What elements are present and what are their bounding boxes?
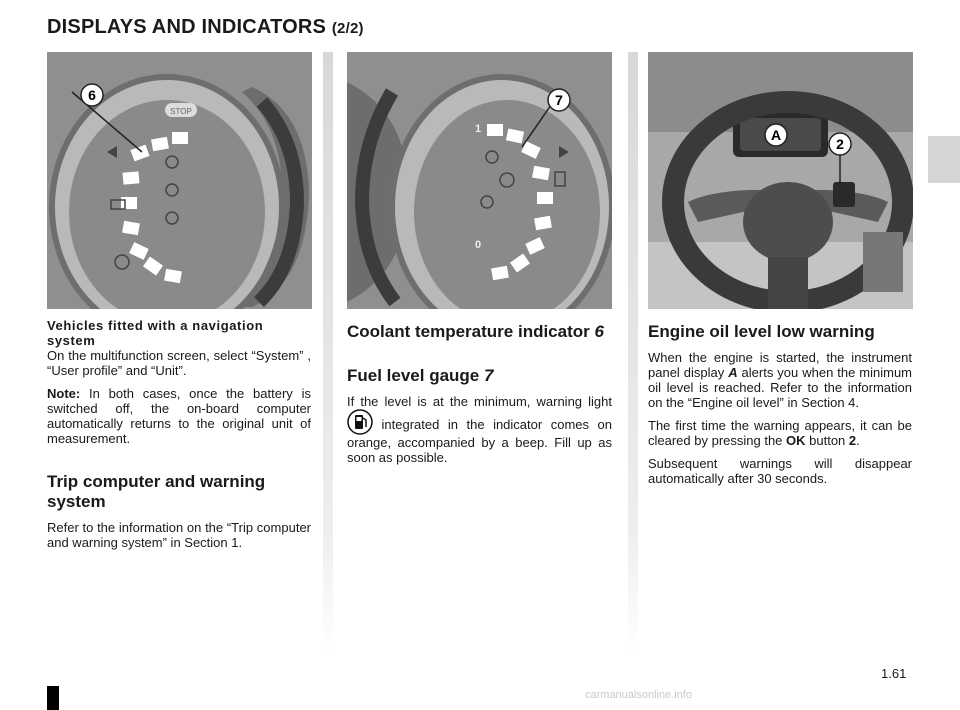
- note-label: Note:: [47, 386, 81, 401]
- note-text: In both cases, once the battery is switc…: [47, 386, 311, 446]
- coolant-heading: Coolant temperature indicator 6: [347, 322, 604, 341]
- fuel-ref: 7: [484, 366, 494, 385]
- fuel-text: If the level is at the minimum, warning …: [347, 394, 612, 465]
- section-tab: [928, 136, 960, 183]
- oil-paragraph-3: Subsequent warnings will disappear autom…: [648, 456, 912, 486]
- watermark: carmanualsonline.info: [585, 689, 693, 701]
- figure-left-gauge: STOP 6: [47, 52, 312, 309]
- fuel-heading: Fuel level gauge 7: [347, 366, 494, 385]
- coolant-ref: 6: [594, 322, 604, 341]
- oil-paragraph-2: The first time the warning appears, it c…: [648, 418, 912, 448]
- footer-mark: [47, 686, 59, 710]
- nav-heading: Vehicles fitted with a navigation system: [47, 318, 264, 348]
- callout-2: 2: [836, 136, 844, 152]
- trip-text: Refer to the information on the “Trip co…: [47, 520, 311, 550]
- fuel-pump-icon: [347, 409, 373, 435]
- oil-heading: Engine oil level low warning: [648, 322, 875, 341]
- column-divider: [628, 52, 638, 652]
- nav-text: On the multifunction screen, select “Sys…: [47, 348, 311, 378]
- figure-steering-wheel: A 2: [648, 52, 913, 309]
- page-title-suffix: (2/2): [331, 20, 364, 37]
- display-ref-A: A: [728, 365, 738, 380]
- figure-right-gauge: 1 0 7: [347, 52, 612, 309]
- gauge-full-label: 1: [475, 123, 481, 135]
- callout-7: 7: [555, 92, 563, 108]
- callout-6: 6: [88, 87, 96, 103]
- column-divider: [323, 52, 333, 652]
- stop-label: STOP: [170, 107, 192, 116]
- button-ref-2: 2: [848, 433, 857, 448]
- note-paragraph: Note: In both cases, once the battery is…: [47, 386, 311, 446]
- trip-heading: Trip computer and warning system: [47, 472, 266, 511]
- callout-A: A: [771, 127, 781, 143]
- column-1: Vehicles fitted with a navigation system…: [47, 318, 311, 558]
- page-number: 1.61: [881, 666, 907, 681]
- column-3: Engine oil level low warning When the en…: [648, 318, 912, 494]
- column-2: Coolant temperature indicator 6 Fuel lev…: [347, 318, 612, 473]
- page-title: DISPLAYS AND INDICATORS (2/2): [47, 16, 364, 38]
- oil-paragraph-1: When the engine is started, the instrume…: [648, 350, 913, 410]
- ok-button-ref: OK: [786, 433, 806, 448]
- gauge-empty-label: 0: [475, 239, 481, 251]
